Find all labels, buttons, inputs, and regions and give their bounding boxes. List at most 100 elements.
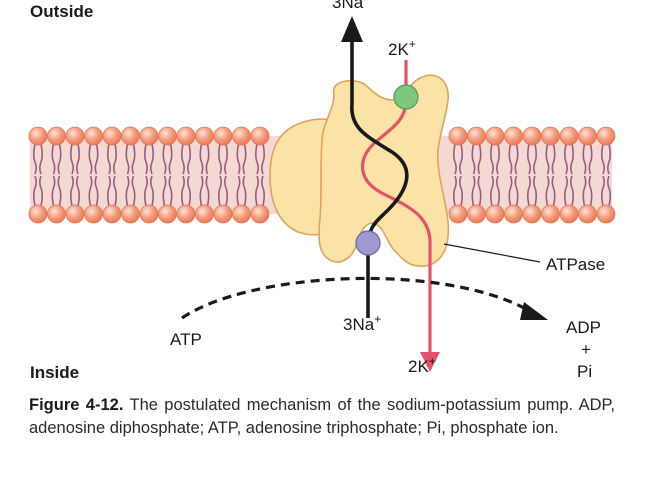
phospholipid-top bbox=[504, 126, 523, 175]
lipid-head bbox=[504, 126, 523, 146]
phospholipid-bottom bbox=[176, 175, 196, 224]
phospholipid-top bbox=[250, 126, 270, 175]
lipid-tail bbox=[453, 175, 457, 207]
phospholipid-bottom bbox=[541, 175, 560, 224]
lipid-tail bbox=[242, 175, 247, 207]
lipid-tail bbox=[107, 143, 111, 175]
lipid-head bbox=[448, 126, 468, 146]
atp-hydrolysis-arrowhead bbox=[520, 302, 548, 320]
lipid-head bbox=[559, 126, 579, 146]
lipid-tail bbox=[162, 143, 167, 175]
potassium-arrowhead bbox=[420, 352, 440, 372]
lipid-tail bbox=[33, 143, 37, 175]
phospholipid-top bbox=[47, 126, 66, 175]
inside-label: Inside bbox=[30, 363, 79, 382]
lipid-head bbox=[448, 204, 468, 224]
phospholipid-top bbox=[522, 126, 542, 175]
figure-caption-text: The postulated mechanism of the sodium-p… bbox=[29, 396, 615, 437]
lipid-head bbox=[522, 126, 542, 146]
lipid-tail bbox=[125, 143, 130, 175]
phospholipid-top bbox=[213, 126, 233, 175]
phospholipid-bottom bbox=[121, 175, 140, 224]
lipid-tail bbox=[242, 143, 247, 175]
lipid-tail bbox=[533, 143, 537, 175]
lipid-head bbox=[504, 204, 523, 224]
lipid-head bbox=[213, 204, 233, 224]
lipid-tail bbox=[150, 143, 154, 175]
phospholipid-top bbox=[448, 126, 468, 175]
phospholipid-top bbox=[559, 126, 579, 175]
lipid-tail bbox=[181, 175, 185, 207]
lipid-head bbox=[121, 204, 140, 224]
lipid-tail bbox=[94, 143, 99, 175]
lipid-tail bbox=[144, 143, 148, 175]
phospholipid-bottom bbox=[522, 175, 542, 224]
atpase-label: ATPase bbox=[546, 255, 605, 274]
phospholipid-bottom bbox=[195, 175, 214, 224]
lipid-tail bbox=[150, 175, 154, 207]
lipid-head bbox=[232, 126, 251, 146]
lipid-tail bbox=[255, 175, 259, 207]
sodium-bottom-charge: + bbox=[374, 312, 381, 326]
lipid-tail bbox=[168, 143, 173, 175]
lipid-tail bbox=[255, 143, 259, 175]
phospholipid-top bbox=[158, 126, 177, 175]
lipid-tail bbox=[187, 175, 191, 207]
potassium-bottom-charge: + bbox=[429, 354, 436, 368]
lipid-head bbox=[176, 126, 196, 146]
figure-caption: Figure 4-12. The postulated mechanism of… bbox=[29, 394, 615, 440]
lipid-tail bbox=[551, 175, 556, 207]
lipid-tail bbox=[582, 175, 587, 207]
lipid-head bbox=[485, 126, 505, 146]
lipid-tail bbox=[113, 143, 117, 175]
figure-number: Figure 4-12. bbox=[29, 396, 124, 414]
phospholipid-bottom bbox=[559, 175, 579, 224]
lipid-tail bbox=[125, 175, 130, 207]
lipid-tail bbox=[527, 143, 531, 175]
phospholipid-bottom bbox=[84, 175, 103, 224]
lipid-tail bbox=[601, 175, 605, 207]
phospholipid-top bbox=[84, 126, 103, 175]
potassium-top-label: 2K+ bbox=[388, 37, 416, 59]
lipid-head bbox=[578, 126, 597, 146]
lipid-bilayer-right bbox=[448, 126, 616, 224]
lipid-tail bbox=[564, 175, 568, 207]
pi-label: Pi bbox=[577, 362, 592, 381]
lipid-head bbox=[102, 126, 122, 146]
phospholipid-top bbox=[102, 126, 122, 175]
atpase-leader-line bbox=[443, 243, 541, 263]
lipid-tail bbox=[76, 143, 80, 175]
lipid-tail bbox=[490, 175, 494, 207]
lipid-head bbox=[28, 126, 48, 146]
lipid-head bbox=[522, 204, 542, 224]
lipid-tail bbox=[496, 143, 500, 175]
lipid-tail bbox=[199, 175, 204, 207]
lipid-tail bbox=[514, 143, 519, 175]
phospholipid-top bbox=[139, 126, 159, 175]
lipid-head bbox=[541, 126, 560, 146]
lipid-tail bbox=[551, 143, 556, 175]
lipid-head bbox=[65, 126, 85, 146]
phospholipid-top bbox=[121, 126, 140, 175]
sodium-top-charge: + bbox=[363, 0, 370, 4]
phospholipid-bottom bbox=[232, 175, 251, 224]
lipid-tail bbox=[527, 175, 531, 207]
lipid-tail bbox=[601, 143, 605, 175]
lipid-tail bbox=[131, 143, 136, 175]
potassium-binding-site bbox=[393, 84, 419, 110]
sodium-binding-site bbox=[355, 230, 381, 256]
lipid-tail bbox=[33, 175, 37, 207]
lipid-tail bbox=[70, 143, 74, 175]
lipid-tail bbox=[57, 143, 62, 175]
lipid-tail bbox=[107, 175, 111, 207]
lipid-tail bbox=[545, 175, 550, 207]
phospholipid-bottom bbox=[596, 175, 616, 224]
lipid-tail bbox=[459, 175, 463, 207]
lipid-tail bbox=[490, 143, 494, 175]
phospholipid-bottom bbox=[158, 175, 177, 224]
lipid-tail bbox=[459, 143, 463, 175]
lipid-tail bbox=[218, 175, 222, 207]
sodium-transport-path bbox=[350, 38, 409, 318]
lipid-head bbox=[485, 204, 505, 224]
lipid-tail bbox=[607, 175, 611, 207]
